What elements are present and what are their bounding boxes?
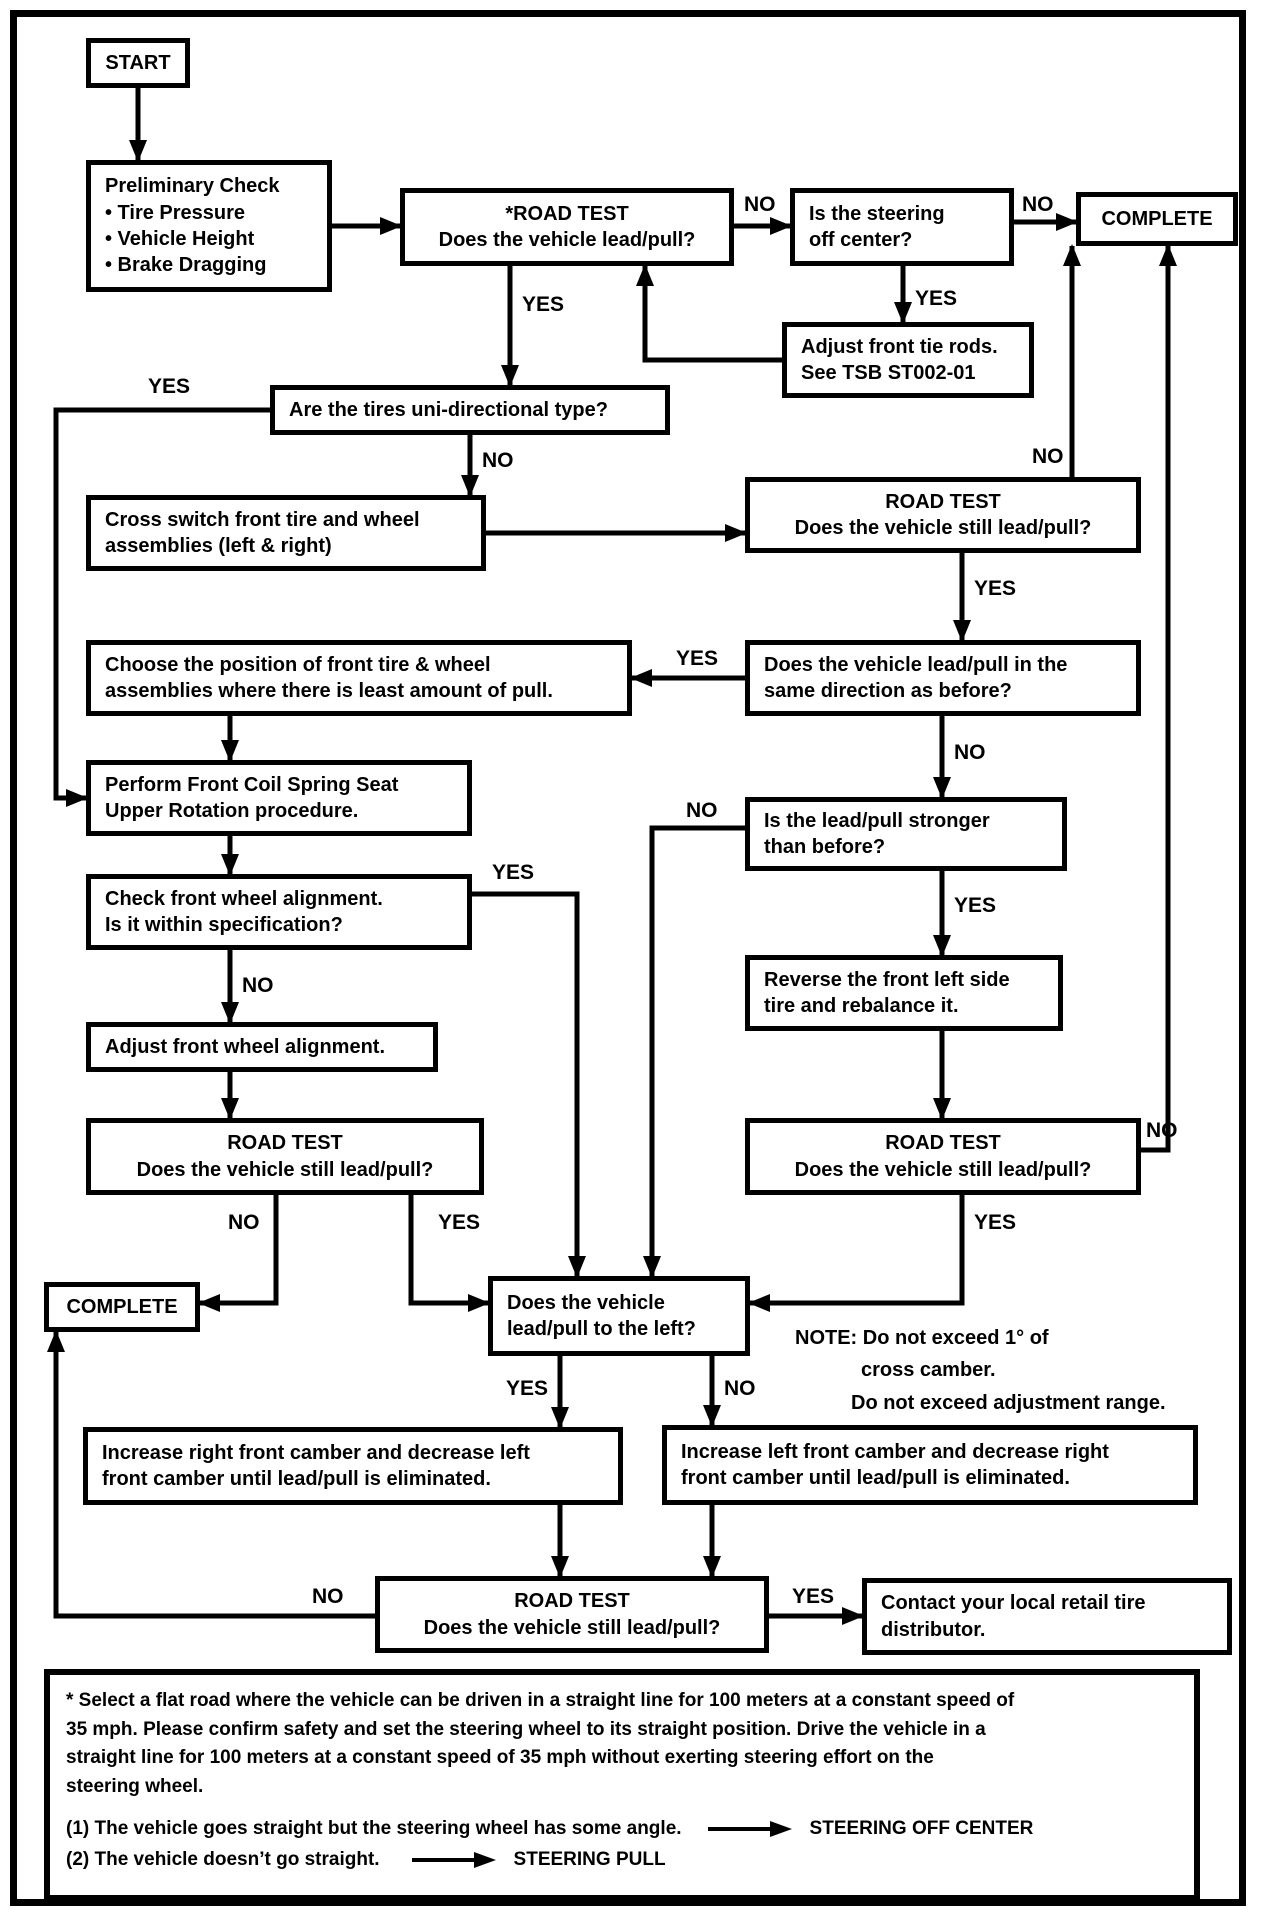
node-choose-position: Choose the position of front tire & whee… xyxy=(86,640,632,716)
edge-label-no: NO xyxy=(242,974,274,997)
edge-label-yes: YES xyxy=(522,293,565,316)
edge-label-yes: YES xyxy=(676,647,719,670)
footnote-legend-1-text: (1) The vehicle goes straight but the st… xyxy=(66,1818,682,1839)
edge-label-yes: YES xyxy=(492,861,535,884)
note-line-2: cross camber. xyxy=(861,1359,996,1382)
node-leadpull-stronger: Is the lead/pull stronger than before? xyxy=(745,797,1067,871)
edge-label-no: NO xyxy=(744,193,776,216)
footnote-legend-2: (2) The vehicle doesn’t go straight. STE… xyxy=(66,1846,1178,1875)
edge-label-no: NO xyxy=(1032,445,1064,468)
connector-roadtestr2-no-complete xyxy=(1141,244,1177,1153)
node-check-alignment: Check front wheel alignment. Is it withi… xyxy=(86,874,472,950)
node-complete-top: COMPLETE xyxy=(1076,192,1238,246)
edge-label-no: NO xyxy=(686,799,718,822)
edge-label-yes: YES xyxy=(792,1585,835,1608)
node-complete-bottom: COMPLETE xyxy=(44,1282,200,1332)
footnote-legend-1: (1) The vehicle goes straight but the st… xyxy=(66,1815,1178,1844)
edge-label-no: NO xyxy=(1022,193,1054,216)
node-road-test-bottom: ROAD TEST Does the vehicle still lead/pu… xyxy=(375,1576,769,1653)
node-road-test-right-1: ROAD TEST Does the vehicle still lead/pu… xyxy=(745,477,1141,553)
connector-checkalignment-yes-pullleft xyxy=(472,891,586,1278)
edge-label-yes: YES xyxy=(974,1211,1017,1234)
edge-label-no: NO xyxy=(954,741,986,764)
node-reverse-tire: Reverse the front left side tire and reb… xyxy=(745,955,1063,1031)
note-line-1: NOTE: Do not exceed 1° of xyxy=(795,1327,1049,1349)
node-perform-coil-spring: Perform Front Coil Spring Seat Upper Rot… xyxy=(86,760,472,836)
node-preliminary-check: Preliminary Check • Tire Pressure • Vehi… xyxy=(86,160,332,292)
footnote-legend-1-result: STEERING OFF CENTER xyxy=(809,1818,1034,1839)
node-adjust-alignment: Adjust front wheel alignment. xyxy=(86,1022,438,1072)
footnote-legend-2-text: (2) The vehicle doesn’t go straight. xyxy=(66,1848,380,1870)
footnote-paragraph: * Select a flat road where the vehicle c… xyxy=(66,1690,1015,1797)
arrow-right-icon xyxy=(411,1851,496,1868)
connector-roadtestleft-yes-pullleft xyxy=(408,1195,490,1312)
footnote-box: * Select a flat road where the vehicle c… xyxy=(44,1669,1200,1901)
edge-label-yes: YES xyxy=(438,1211,481,1234)
note-annotation: NOTE: Do not exceed 1° of cross camber. … xyxy=(795,1322,1166,1419)
page-border xyxy=(10,10,1246,1906)
connector-stronger-no-pullleft xyxy=(643,825,745,1278)
node-steering-off-center: Is the steering off center? xyxy=(790,188,1014,266)
node-road-test-left: ROAD TEST Does the vehicle still lead/pu… xyxy=(86,1118,484,1195)
edge-label-no: NO xyxy=(228,1211,260,1234)
edge-label-yes: YES xyxy=(148,375,191,398)
note-line-3: Do not exceed adjustment range. xyxy=(851,1391,1166,1414)
node-road-test-1: *ROAD TEST Does the vehicle lead/pull? xyxy=(400,188,734,266)
edge-label-no: NO xyxy=(724,1377,756,1400)
node-road-test-right-2: ROAD TEST Does the vehicle still lead/pu… xyxy=(745,1118,1141,1195)
edge-label-no: NO xyxy=(1146,1119,1178,1142)
node-pull-to-left: Does the vehicle lead/pull to the left? xyxy=(488,1276,750,1356)
node-increase-left-camber: Increase left front camber and decrease … xyxy=(662,1425,1198,1505)
footnote-legend-2-result: STEERING PULL xyxy=(513,1848,666,1870)
edge-label-yes: YES xyxy=(954,894,997,917)
node-increase-right-camber: Increase right front camber and decrease… xyxy=(83,1427,623,1505)
connector-tierods-to-roadtest1 xyxy=(636,264,782,363)
edge-label-no: NO xyxy=(312,1585,344,1608)
arrow-right-icon xyxy=(707,1821,792,1838)
edge-label-yes: YES xyxy=(915,287,958,310)
node-adjust-tie-rods: Adjust front tie rods. See TSB ST002-01 xyxy=(782,322,1034,398)
edge-label-yes: YES xyxy=(506,1377,549,1400)
edge-label-yes: YES xyxy=(974,577,1017,600)
connector-roadtestleft-no-complete xyxy=(198,1195,279,1312)
connector-roadtestr2-yes-pullleft xyxy=(748,1195,965,1312)
node-same-direction: Does the vehicle lead/pull in the same d… xyxy=(745,640,1141,716)
edge-label-no: NO xyxy=(482,449,514,472)
node-start: START xyxy=(86,38,190,88)
connector-roadtestbottom-no-complete xyxy=(47,1330,375,1619)
connector-unidirectional-yes-performcoil xyxy=(53,407,270,807)
node-uni-directional: Are the tires uni-directional type? xyxy=(270,385,670,435)
node-contact-distributor: Contact your local retail tire distribut… xyxy=(862,1578,1232,1655)
node-cross-switch: Cross switch front tire and wheel assemb… xyxy=(86,495,486,571)
